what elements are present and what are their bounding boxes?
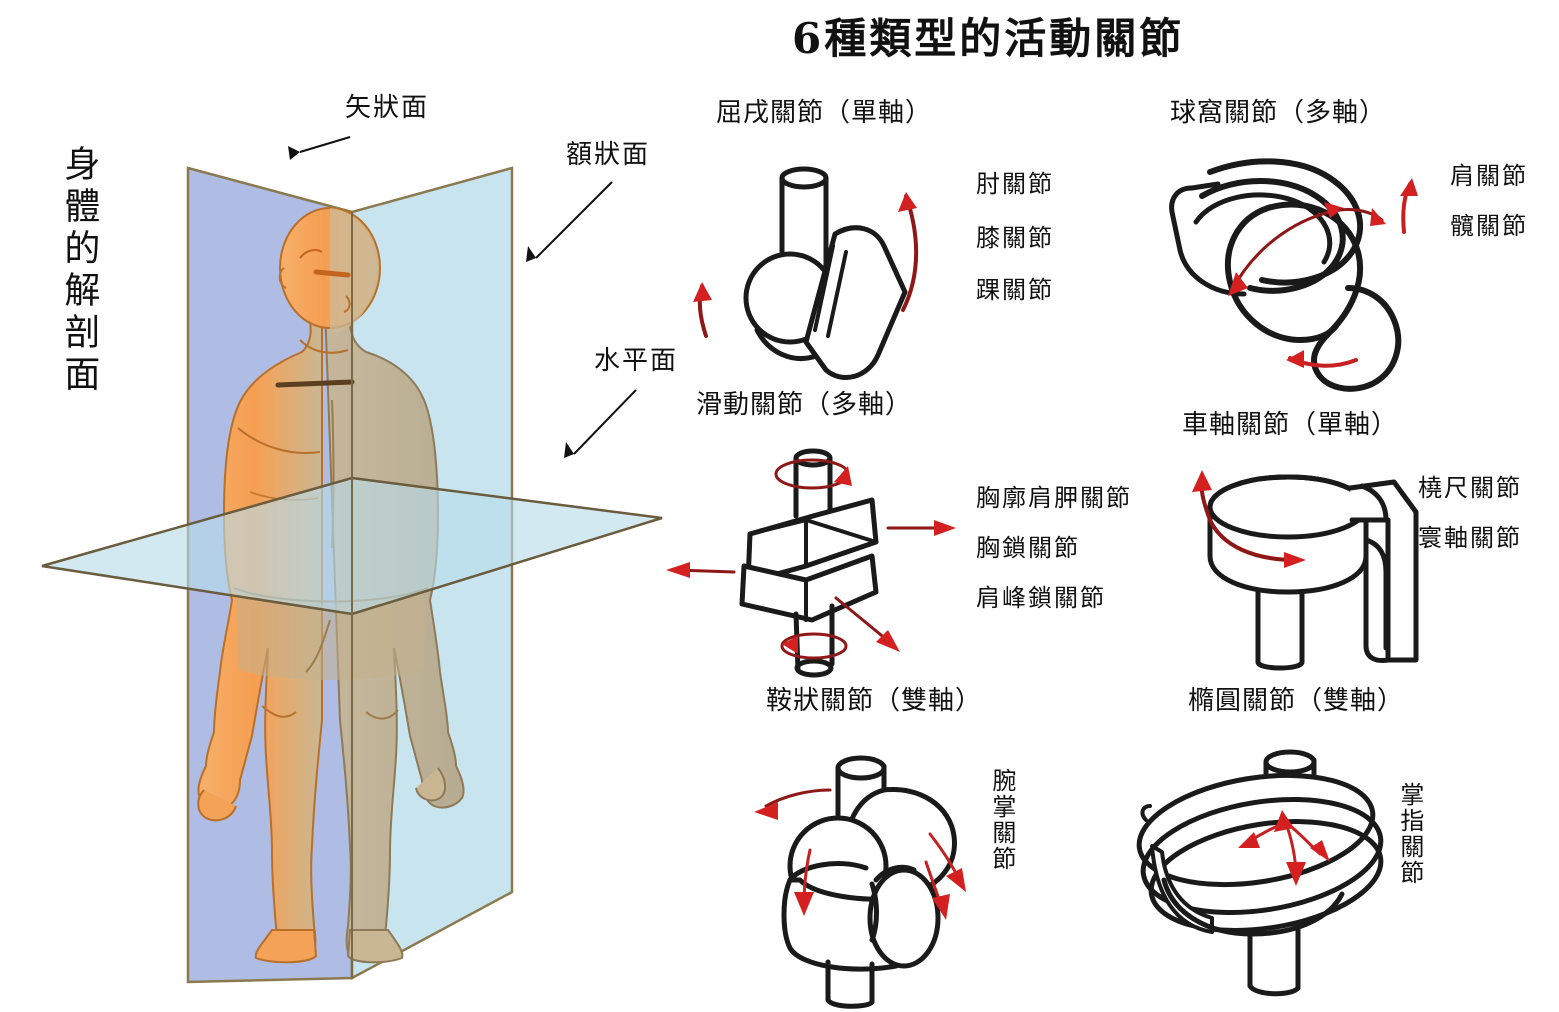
gliding-joint-heading: 滑動關節（多軸） [696,390,913,420]
ball-socket-joint-heading: 球窩關節（多軸） [1170,98,1387,128]
gliding-example-3: 肩峰鎖關節 [976,584,1106,612]
body-anatomy-planes-label: 身體的解剖面 [58,145,100,397]
hinge-example-1: 肘關節 [976,170,1054,198]
horizontal-plane-label: 水平面 [594,346,679,376]
horizontal-plane-leader-arrow [564,389,637,458]
pivot-example-1: 橈尺關節 [1418,474,1522,502]
saddle-joint-heading: 鞍狀關節（雙軸） [766,686,983,716]
pivot-joint-heading: 車軸關節（單軸） [1182,410,1399,440]
sagittal-plane-leader-arrow [288,136,351,160]
saddle-example-1: 腕掌關節 [987,768,1016,872]
ball-socket-example-2: 髖關節 [1450,212,1528,240]
hinge-joint-heading: 屈戌關節（單軸） [716,98,933,128]
gliding-example-1: 胸廓肩胛關節 [976,484,1132,512]
gliding-example-2: 胸鎖關節 [976,534,1080,562]
frontal-plane-label: 額狀面 [566,140,651,170]
sagittal-plane-label: 矢狀面 [345,93,430,123]
ball-socket-example-1: 肩關節 [1450,162,1528,190]
hinge-example-3: 踝關節 [976,276,1054,304]
hinge-example-2: 膝關節 [976,224,1054,252]
frontal-plane-leader-arrow [526,181,613,262]
page-title: 6種類型的活動關節 [792,14,1185,63]
pivot-example-2: 寰軸關節 [1418,524,1522,552]
ellipsoid-joint-heading: 橢圓關節（雙軸） [1188,686,1405,716]
ellipsoid-example-1: 掌指關節 [1395,782,1424,886]
